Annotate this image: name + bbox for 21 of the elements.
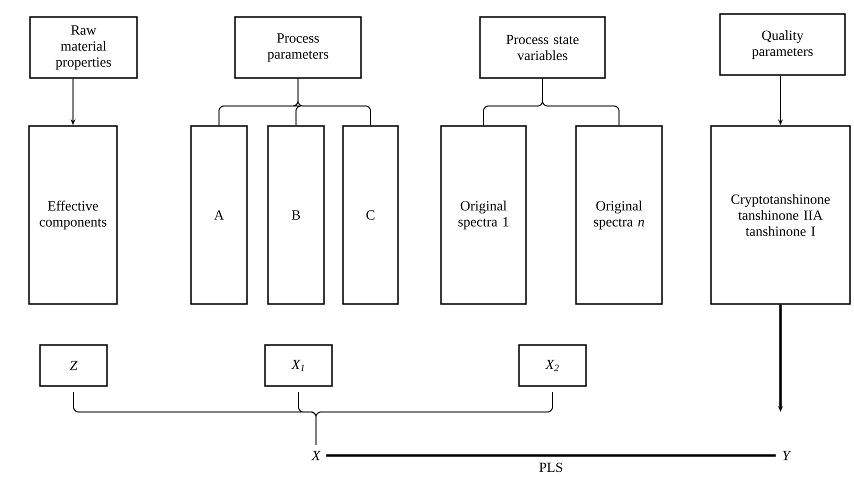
variable-label: X <box>311 450 321 460</box>
variable-label: Y <box>782 450 792 460</box>
variable-box: Z <box>39 344 108 387</box>
variable-box: C <box>342 125 399 305</box>
category-box: Process state variables <box>479 16 606 79</box>
connector-line <box>326 454 776 457</box>
variable-box: Effective components <box>28 125 118 305</box>
category-box: Process parameters <box>234 16 362 79</box>
variable-box: A <box>190 125 248 305</box>
variable-box: X$_{1}$ <box>264 344 333 387</box>
variable-box: B <box>267 125 325 305</box>
brace <box>316 392 553 446</box>
variable-box: X$_{2}$ <box>518 344 587 387</box>
variable-box: Original spectra 1 <box>440 125 527 305</box>
brace <box>542 78 620 126</box>
edge-label: PLS <box>538 462 564 474</box>
variable-box: Original spectra n <box>575 125 663 305</box>
variable-box: Cryptotanshinone tanshinone IIA tanshinone I <box>710 125 851 305</box>
category-box: Raw material properties <box>29 16 138 79</box>
category-box: Quality parameters <box>719 13 846 76</box>
brace <box>298 78 371 126</box>
